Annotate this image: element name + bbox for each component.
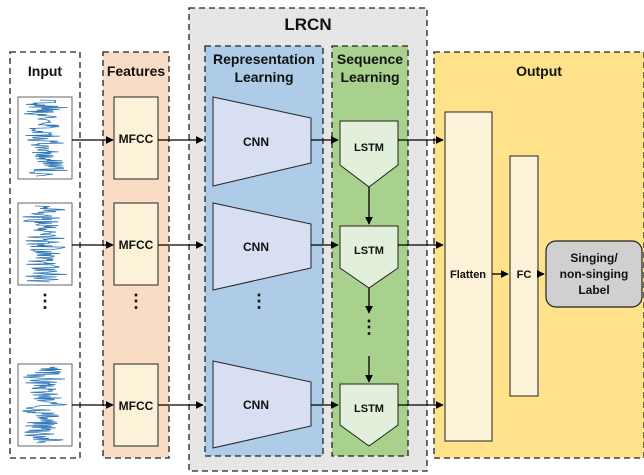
mfcc-box-2: MFCC	[113, 202, 159, 286]
waveform-trace	[22, 205, 68, 283]
fc-label: FC	[517, 269, 532, 281]
mfcc-label-1: MFCC	[119, 132, 154, 146]
result-label-line3: Label	[578, 283, 609, 297]
fc-box: FC	[509, 155, 539, 397]
sequence-title-line1: Sequence	[337, 51, 403, 67]
lrcn-title: LRCN	[284, 15, 331, 34]
lstm-block-1: LSTM	[339, 120, 399, 188]
result-label-line1: Singing/	[570, 251, 618, 265]
waveform-1	[17, 96, 73, 180]
features-ellipsis: ⋮	[127, 291, 145, 311]
cnn-block-1: CNN	[212, 96, 312, 187]
result-box: Singing/ non-singing Label	[545, 240, 643, 308]
features-title: Features	[107, 63, 166, 79]
cnn-block-3: CNN	[212, 360, 312, 449]
output-title: Output	[516, 63, 562, 79]
flatten-label: Flatten	[450, 269, 486, 281]
lstm-block-2: LSTM	[339, 225, 399, 289]
mfcc-label-3: MFCC	[119, 399, 154, 413]
waveform-trace	[22, 366, 67, 444]
input-ellipsis: ⋮	[36, 291, 54, 311]
representation-title-line1: Representation	[213, 51, 315, 67]
result-label-line2: non-singing	[560, 267, 629, 281]
rep-ellipsis: ⋮	[250, 291, 268, 311]
cnn-label-1: CNN	[243, 135, 269, 149]
input-title: Input	[28, 63, 63, 79]
mfcc-box-3: MFCC	[113, 363, 159, 447]
lstm-label-3: LSTM	[354, 403, 384, 415]
waveform-trace	[23, 99, 68, 177]
mfcc-box-1: MFCC	[113, 96, 159, 180]
cnn-label-3: CNN	[243, 398, 269, 412]
flatten-box: Flatten	[444, 111, 493, 442]
cnn-label-2: CNN	[243, 240, 269, 254]
lstm-label-2: LSTM	[354, 245, 384, 257]
cnn-block-2: CNN	[212, 202, 312, 291]
lstm-label-1: LSTM	[354, 142, 384, 154]
lstm-block-3: LSTM	[339, 383, 399, 447]
waveform-2	[17, 202, 73, 286]
waveform-3	[17, 363, 73, 447]
representation-title-line2: Learning	[234, 69, 293, 85]
seq-ellipsis: ⋮	[360, 317, 378, 337]
sequence-title-line2: Learning	[340, 69, 399, 85]
mfcc-label-2: MFCC	[119, 238, 154, 252]
